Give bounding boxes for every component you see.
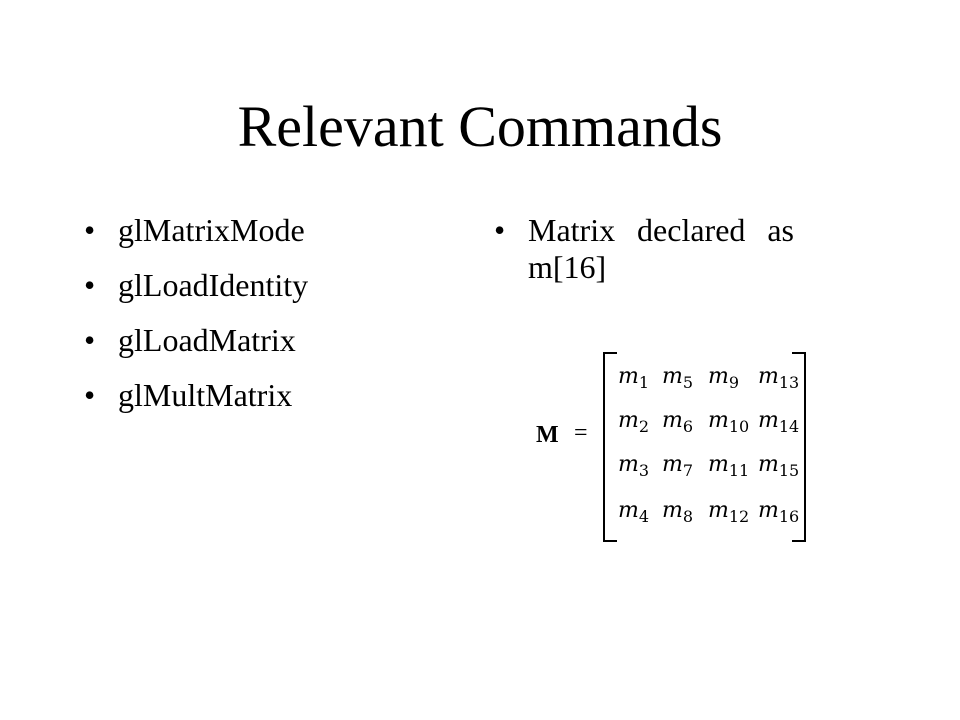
list-item: • Matrix declared as m[16] bbox=[494, 212, 794, 286]
left-column: • glMatrixMode • glLoadIdentity • glLoadMat… bbox=[84, 212, 464, 432]
right-column: • Matrix declared as m[16] bbox=[494, 212, 794, 304]
command-name: glMultMatrix bbox=[118, 377, 293, 413]
matrix-cell: m15 bbox=[758, 452, 800, 480]
matrix-cell: m7 bbox=[662, 452, 694, 480]
bullet-icon: • bbox=[84, 377, 96, 413]
slide-title: Relevant Commands bbox=[237, 94, 723, 159]
matrix-equation: M = m1 m5 m9 m13 m2 m6 m10 m14 m3 m7 m11 m15 m4 m8 m12… bbox=[536, 352, 816, 544]
matrix-label: M bbox=[536, 422, 559, 448]
matrix-cell: m6 bbox=[662, 408, 694, 436]
command-name: glLoadIdentity bbox=[118, 267, 309, 303]
matrix-cell: m12 bbox=[708, 498, 750, 526]
matrix-cell: m11 bbox=[708, 452, 750, 480]
matrix-cell: m10 bbox=[708, 408, 750, 436]
matrix-note: Matrix declared as m[16] bbox=[528, 212, 794, 285]
right-bracket bbox=[792, 352, 806, 542]
matrix-cell: m5 bbox=[662, 364, 694, 392]
matrix-cell: m2 bbox=[618, 408, 650, 436]
matrix-cell: m13 bbox=[758, 364, 800, 392]
list-item: • glLoadMatrix bbox=[84, 322, 464, 359]
matrix-cell: m4 bbox=[618, 498, 650, 526]
command-name: glMatrixMode bbox=[118, 212, 305, 248]
note-list: • Matrix declared as m[16] bbox=[494, 212, 794, 286]
matrix-cell: m8 bbox=[662, 498, 694, 526]
matrix-cell: m16 bbox=[758, 498, 800, 526]
bullet-icon: • bbox=[494, 212, 506, 248]
matrix-cell: m3 bbox=[618, 452, 650, 480]
bullet-icon: • bbox=[84, 322, 96, 358]
matrix-cell: m1 bbox=[618, 364, 650, 392]
list-item: • glMatrixMode bbox=[84, 212, 464, 249]
bullet-icon: • bbox=[84, 267, 96, 303]
matrix-cell: m14 bbox=[758, 408, 800, 436]
command-name: glLoadMatrix bbox=[118, 322, 296, 358]
command-list: • glMatrixMode • glLoadIdentity • glLoadMat… bbox=[84, 212, 464, 414]
equals-sign: = bbox=[574, 420, 588, 446]
matrix-cell: m9 bbox=[708, 364, 740, 392]
list-item: • glMultMatrix bbox=[84, 377, 464, 414]
left-bracket bbox=[603, 352, 617, 542]
list-item: • glLoadIdentity bbox=[84, 267, 464, 304]
bullet-icon: • bbox=[84, 212, 96, 248]
